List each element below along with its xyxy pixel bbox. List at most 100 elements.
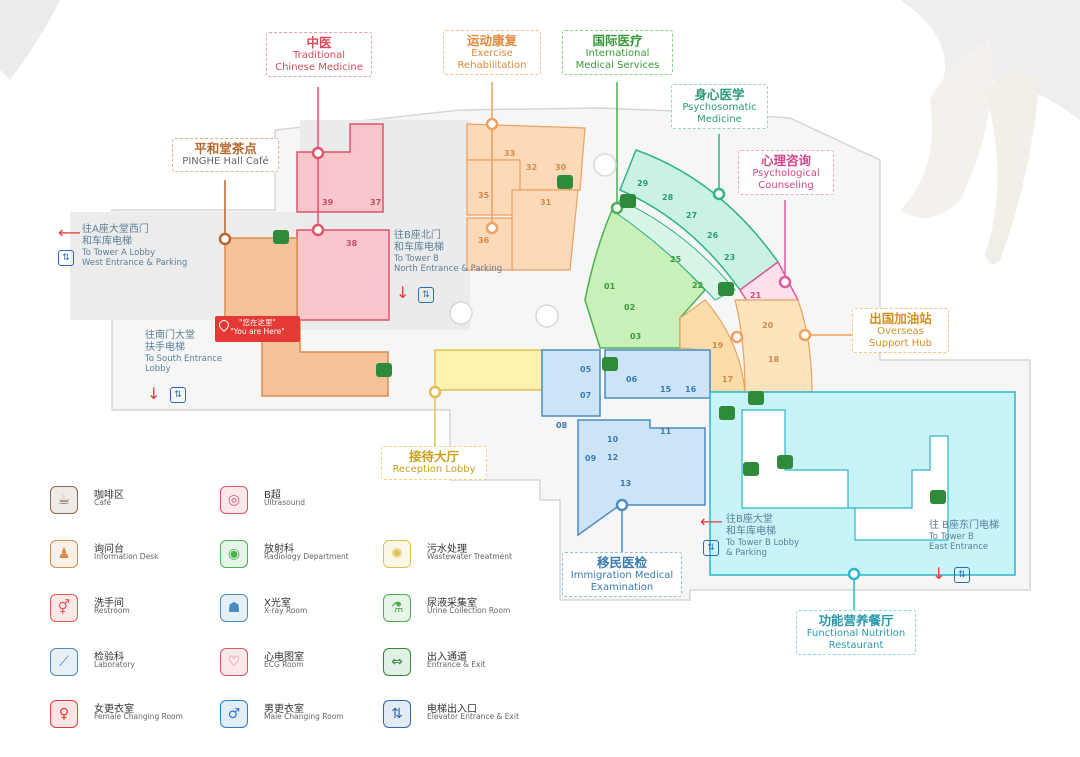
- label-cn: 运动康复: [466, 33, 517, 48]
- label-cn: 国际医疗: [592, 33, 643, 48]
- xray-icon: ☗: [220, 594, 248, 622]
- urine-collection-icon: ⚗: [383, 594, 411, 622]
- label-en: Psychosomatic Medicine: [682, 102, 757, 125]
- legend-label-cn: 男更衣室: [264, 704, 304, 715]
- legend-label-en: Elevator Entrance & Exit: [427, 712, 519, 721]
- legend-label-cn: 电梯出入口: [427, 704, 477, 715]
- legend-label-en: Urine Collection Room: [427, 606, 511, 615]
- columns: [449, 153, 617, 328]
- nav-en: To South Entrance: [145, 354, 223, 364]
- label-nutrition: 功能营养餐厅 Functional Nutrition Restaurant: [796, 610, 916, 656]
- laboratory-icon: ⟋: [50, 648, 78, 676]
- legend-label-cn: 询问台: [94, 544, 124, 555]
- label-overseas: 出国加油站 Overseas Support Hub: [852, 308, 949, 354]
- zone-reception: [434, 349, 543, 391]
- elevator-icon: ⇅: [58, 250, 74, 266]
- room-number: 11: [660, 427, 672, 436]
- nav-cn: 往南门大堂: [145, 330, 195, 341]
- legend-label-cn: X光室: [264, 598, 291, 609]
- nav-tower-b-east[interactable]: 往 B座东门电梯 To Tower B East Entrance: [929, 520, 999, 552]
- label-en: Reception Lobby: [392, 464, 476, 476]
- label-reception: 接待大厅 Reception Lobby: [381, 446, 487, 480]
- nav-tower-b-north[interactable]: 往B座北门 和车库电梯 To Tower B North Entrance & …: [394, 230, 502, 274]
- information-desk-icon: ♟: [50, 540, 78, 568]
- nav-en: East Entrance: [929, 542, 989, 553]
- label-cn: 接待大厅: [408, 449, 459, 464]
- legend-label-cn: B超: [264, 490, 281, 501]
- room-number: 33: [504, 149, 515, 158]
- nav-en: To Tower B: [929, 532, 974, 542]
- elevator-icon: ⇅: [703, 540, 719, 556]
- ink-wash-decoration: [0, 0, 1080, 264]
- room-number: 21: [750, 291, 762, 300]
- you-are-here-cn: "您在这里": [239, 318, 276, 327]
- room-number: 30: [555, 163, 567, 172]
- label-cn: 中医: [306, 35, 332, 50]
- elevator-icon: ⇅: [383, 700, 411, 728]
- nav-cn: 往B座大堂: [726, 514, 773, 525]
- room-number: 12: [607, 453, 618, 462]
- label-international: 国际医疗 International Medical Services: [562, 30, 673, 76]
- legend-label-en: Café: [94, 498, 112, 507]
- room-number: 32: [526, 163, 537, 172]
- arrow-down-icon: ↓: [147, 384, 161, 403]
- nav-tower-b-lobby[interactable]: 往B座大堂 和车库电梯 To Tower B Lobby & Parking: [726, 514, 799, 558]
- legend-label-en: ECG Room: [264, 660, 304, 669]
- zone-nutrition-inner: [741, 409, 949, 541]
- legend-label-cn: 检验科: [94, 652, 124, 663]
- nav-cn: 往B座北门: [394, 230, 441, 241]
- nav-south-entrance[interactable]: 往南门大堂 扶手电梯 To South Entrance Lobby: [145, 330, 222, 374]
- room-number: 02: [624, 303, 635, 312]
- legend-label-cn: 咖啡区: [94, 490, 124, 501]
- room-number: 29: [637, 179, 649, 188]
- location-markers: [218, 117, 861, 581]
- ultrasound-icon: ◎: [220, 486, 248, 514]
- arrow-down-icon: ↓: [396, 283, 410, 302]
- nav-en: & Parking: [726, 548, 767, 559]
- legend-label-en: Entrance & Exit: [427, 660, 486, 669]
- coffee-icon: ☕: [50, 486, 78, 514]
- room-number: 17: [722, 375, 733, 384]
- legend-label-en: Ultrasound: [264, 498, 305, 507]
- legend-label-cn: 污水处理: [427, 544, 467, 555]
- female-changing-icon: ♀: [50, 700, 78, 728]
- label-cn: 移民医检: [596, 555, 647, 570]
- legend-label-cn: 出入通道: [427, 652, 467, 663]
- room-number: 03: [630, 332, 641, 341]
- wastewater-icon: ✺: [383, 540, 411, 568]
- label-rehab: 运动康复 Exercise Rehabilitation: [443, 30, 541, 76]
- room-number: 08: [556, 421, 568, 430]
- room-number: 36: [478, 236, 490, 245]
- elevator-icon: ⇅: [954, 567, 970, 583]
- room-number: 22: [692, 281, 703, 290]
- room-number: 27: [686, 211, 697, 220]
- zone-immigration: [577, 419, 706, 537]
- nav-tower-a[interactable]: 往A座大堂西门 和车库电梯 To Tower A Lobby West Entr…: [82, 224, 187, 268]
- arrow-down-icon: ↓: [932, 564, 946, 583]
- room-number: 31: [540, 198, 552, 207]
- label-psychosomatic: 身心医学 Psychosomatic Medicine: [671, 84, 768, 130]
- legend-label-en: Male Changing Room: [264, 712, 344, 721]
- zone-overseas-outer: [734, 299, 813, 393]
- label-en: Immigration Medical Examination: [570, 570, 674, 593]
- you-are-here-en: "You are Here": [230, 327, 285, 336]
- nav-cn: 和车库电梯: [82, 236, 132, 247]
- zone-blue-05: [541, 349, 601, 417]
- legend-label-en: Wastewater Treatment: [427, 552, 512, 561]
- room-number: 37: [370, 198, 381, 207]
- label-en: Exercise Rehabilitation: [457, 48, 527, 71]
- label-en: Overseas Support Hub: [869, 326, 932, 349]
- label-cn: 平和堂茶点: [194, 141, 257, 156]
- room-number: 38: [346, 239, 358, 248]
- room-number: 15: [660, 385, 672, 394]
- legend-label-en: Information Desk: [94, 552, 159, 561]
- label-cn: 功能营养餐厅: [818, 613, 894, 628]
- room-number: 16: [685, 385, 697, 394]
- room-numbers: 39 37 38 33 32 30 35 31 36 29 28 27 26 2…: [322, 149, 780, 488]
